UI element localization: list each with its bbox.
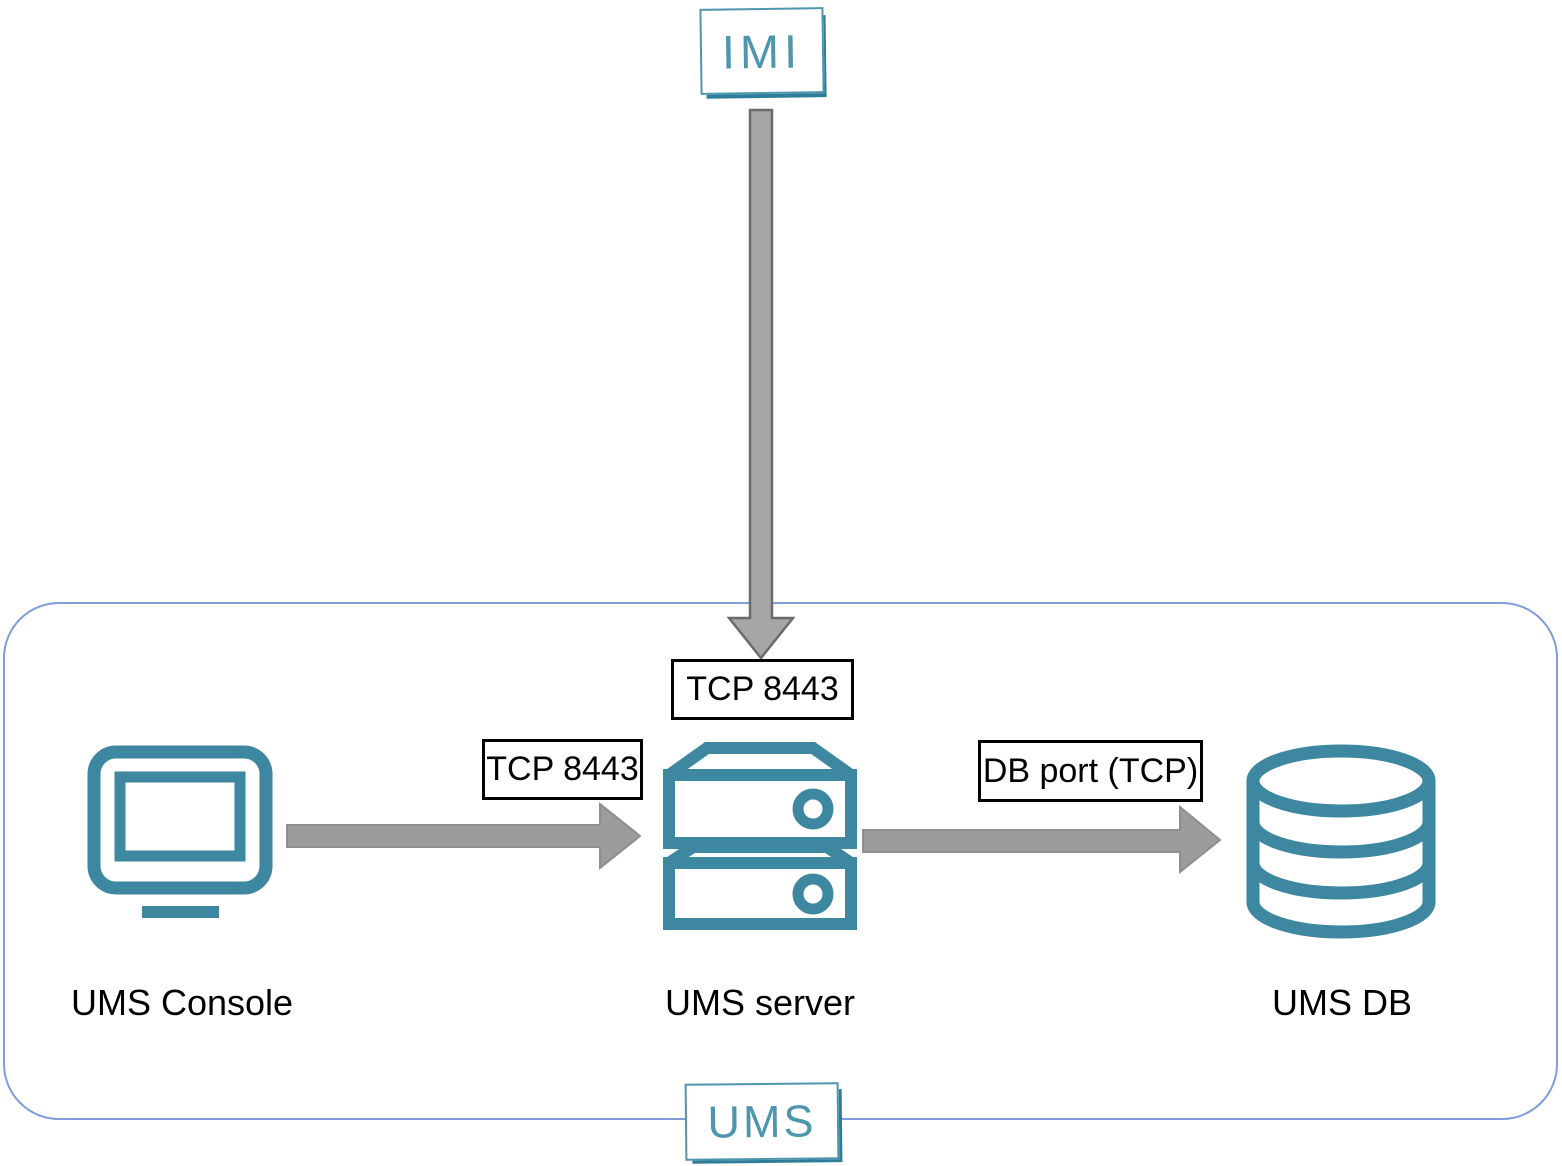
port-label-console-to-server: TCP 8443: [482, 739, 643, 800]
ums-console-label: UMS Console: [70, 982, 294, 1023]
arrow-down-icon: [727, 108, 795, 660]
port-label-server-to-db: DB port (TCP): [978, 740, 1203, 802]
ums-server-label: UMS server: [664, 982, 856, 1023]
port-label-imi-to-server: TCP 8443: [671, 659, 854, 720]
imi-node: IMI: [699, 7, 825, 95]
arrow-right-icon: [286, 802, 642, 870]
ums-db-label: UMS DB: [1271, 982, 1413, 1023]
database-icon: [1246, 744, 1436, 939]
ums-group-tag: UMS: [684, 1082, 840, 1161]
arrow-right-icon: [862, 805, 1222, 874]
ums-group-label: UMS: [707, 1094, 817, 1148]
server-icon: [663, 742, 857, 930]
monitor-icon: [87, 745, 273, 918]
imi-label: IMI: [721, 23, 803, 79]
